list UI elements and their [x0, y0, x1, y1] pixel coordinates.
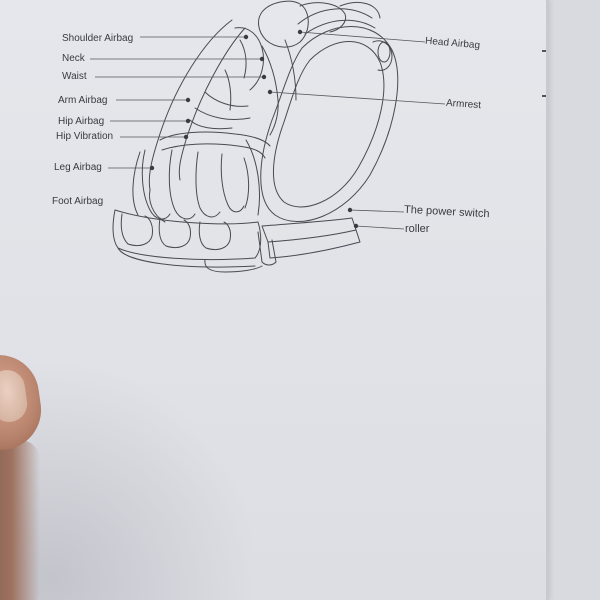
label-arm-airbag: Arm Airbag [58, 95, 108, 106]
dot-power [347, 207, 353, 213]
label-hip-airbag: Hip Airbag [58, 116, 105, 127]
armrest-oval-outer [260, 26, 399, 223]
armrest-strip [297, 8, 373, 25]
margin-mark [542, 95, 546, 97]
label-armrest: Armrest [445, 97, 482, 112]
margin-mark [542, 50, 546, 52]
label-shoulder-airbag: Shoulder Airbag [62, 33, 134, 44]
calf-pad-3 [195, 151, 221, 218]
seat-side [245, 139, 260, 216]
backrest-inner [178, 27, 246, 181]
dot-shoulder [243, 34, 249, 40]
leader-roller [355, 225, 405, 230]
head-cushion-2 [299, 2, 347, 33]
dot-head [297, 29, 303, 35]
armrest-strip-2 [304, 19, 376, 35]
dot-leg [149, 165, 155, 171]
manual-page [0, 0, 548, 600]
dot-roller [353, 223, 359, 229]
label-roller: roller [405, 223, 430, 235]
calf-pad-4 [220, 153, 245, 213]
foot-slot-1 [120, 213, 153, 247]
foot-rest-front [117, 247, 256, 268]
head-cushion [258, 0, 309, 48]
calf-pad-2 [168, 149, 196, 220]
leader-head [299, 31, 426, 43]
seat-front-2 [161, 143, 266, 159]
shoulder-pad-2 [239, 39, 247, 79]
label-leg-airbag: Leg Airbag [54, 162, 102, 173]
base-leg [257, 231, 277, 266]
dot-armrest [267, 89, 273, 95]
armrest-oval-inner [273, 41, 385, 208]
shoulder-pad [234, 27, 264, 91]
dot-waist [261, 74, 267, 80]
backrest-shell [148, 19, 233, 191]
armrest-top-knob [372, 40, 393, 71]
calf-outline [132, 151, 250, 216]
page-edge [546, 0, 549, 600]
dot-hip [185, 118, 191, 124]
foot-rest [112, 209, 262, 261]
dot-hipvib [183, 134, 189, 140]
dot-arm [185, 97, 191, 103]
leader-armrest [269, 91, 446, 105]
dot-neck [259, 56, 265, 62]
hand [0, 440, 40, 600]
back-pad-3 [224, 69, 232, 111]
label-foot-airbag: Foot Airbag [52, 196, 104, 207]
foot-base-side [204, 259, 263, 273]
armrest-knob [377, 41, 391, 63]
arm-inner [204, 91, 249, 107]
back-pad-2 [284, 39, 297, 101]
bolster [189, 119, 233, 130]
leader-power [349, 209, 405, 213]
foot-slot-3 [198, 221, 231, 251]
seat-front [159, 131, 271, 147]
hand-shadow [0, 360, 260, 600]
arm-inner-2 [194, 107, 251, 121]
label-hip-vibration: Hip Vibration [56, 131, 114, 142]
foot-slot-2 [158, 217, 191, 249]
label-neck: Neck [62, 53, 85, 64]
base-platform [261, 217, 357, 243]
label-waist: Waist [62, 71, 87, 82]
back-pad-1 [261, 45, 279, 136]
left-armrest [149, 189, 166, 223]
backrest-rear [339, 2, 381, 19]
base-platform-2 [267, 229, 361, 259]
calf-pad-1 [141, 149, 171, 220]
